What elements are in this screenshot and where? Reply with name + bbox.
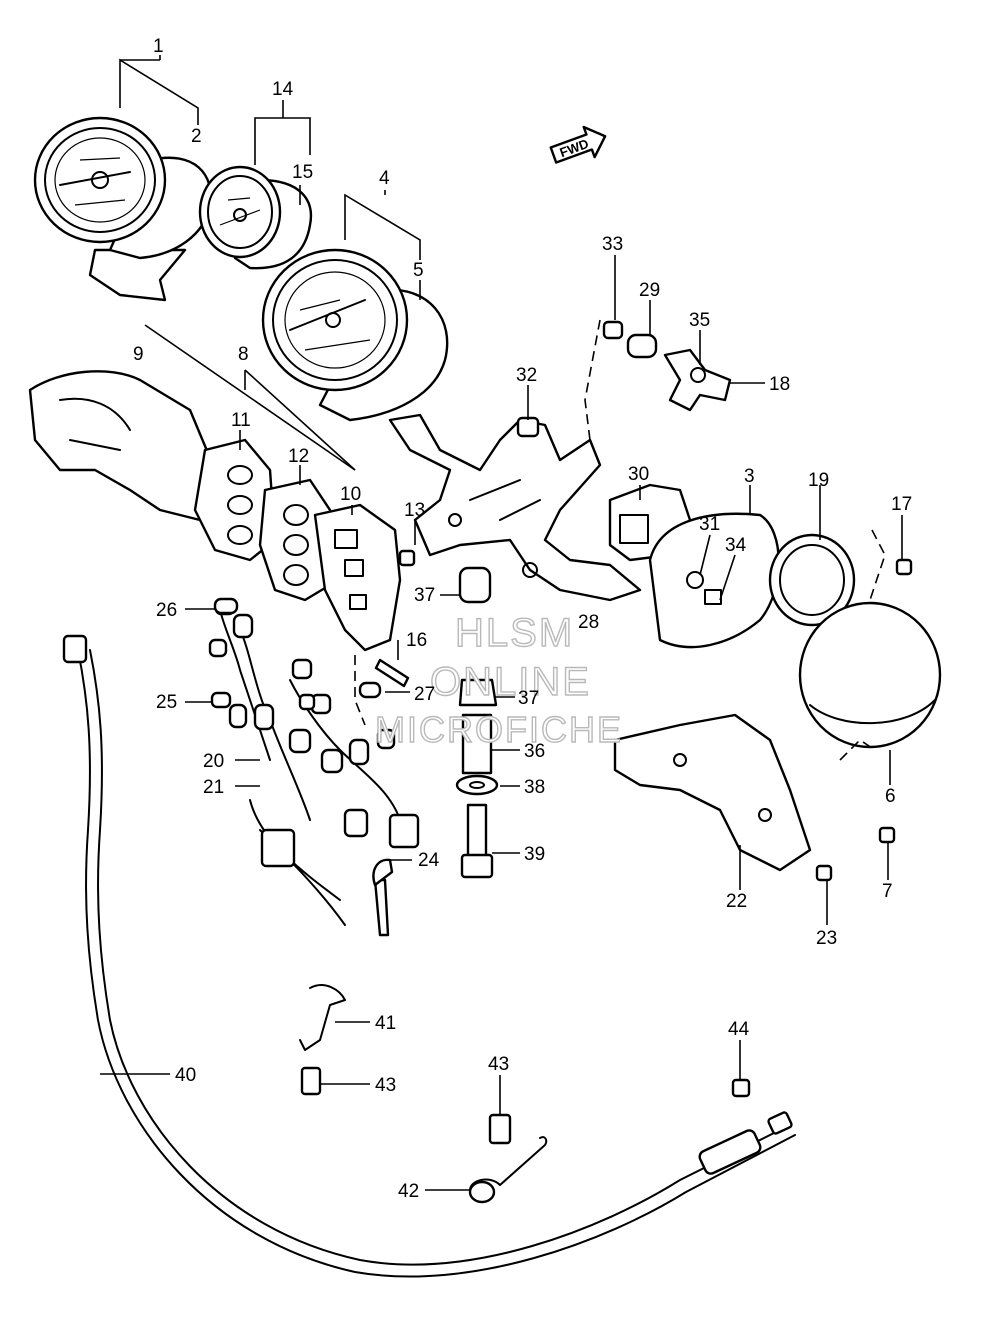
callout-25: 25 <box>156 692 177 713</box>
callout-39: 39 <box>524 844 545 865</box>
screw-23 <box>815 864 833 882</box>
bulb-33 <box>602 320 624 340</box>
watermark-line-1: HLSM <box>455 611 574 655</box>
callout-6: 6 <box>885 786 896 807</box>
bolt-43-center <box>488 1113 512 1145</box>
leader-lines <box>100 55 903 1191</box>
callout-35: 35 <box>689 310 710 331</box>
screw-44 <box>731 1078 751 1098</box>
callout-9: 9 <box>133 344 144 365</box>
callout-38: 38 <box>524 777 545 798</box>
lower-cover-22 <box>613 713 812 872</box>
guide-41 <box>299 984 346 1051</box>
watermark-line-3: MICROFICHE <box>375 709 623 750</box>
callout-11: 11 <box>231 410 251 431</box>
clamp-42 <box>468 1136 548 1204</box>
band-24 <box>372 858 394 937</box>
callout-43-center: 43 <box>488 1054 509 1075</box>
callout-44: 44 <box>728 1019 750 1040</box>
callout-20: 20 <box>203 751 224 772</box>
gauge-14 <box>198 165 313 270</box>
callout-28: 28 <box>578 612 599 633</box>
callout-14: 14 <box>272 79 294 100</box>
callout-labels: 1 2 14 15 4 5 33 29 35 18 32 9 8 11 12 1… <box>133 36 912 1202</box>
bolt-39 <box>460 803 494 879</box>
callout-18: 18 <box>769 374 790 395</box>
nut-32 <box>516 416 540 438</box>
bulb-26 <box>213 597 239 615</box>
washer-38 <box>455 774 499 796</box>
bolt-43-left <box>300 1066 322 1096</box>
callout-41: 41 <box>375 1013 396 1034</box>
watermark-line-2: ONLINE <box>430 660 591 704</box>
callout-24: 24 <box>418 850 440 871</box>
callout-30: 30 <box>628 464 649 485</box>
callout-37-lower: 37 <box>518 688 539 709</box>
main-bracket <box>388 413 642 602</box>
callout-34: 34 <box>725 535 747 556</box>
cover-6 <box>798 601 942 749</box>
callout-10: 10 <box>340 484 361 505</box>
meter-housing-9 <box>28 370 217 522</box>
indicator-panel-10 <box>313 503 402 652</box>
panel-11 <box>193 438 277 562</box>
callout-26: 26 <box>156 600 177 621</box>
callout-23: 23 <box>816 928 837 949</box>
callout-43-left: 43 <box>375 1075 396 1096</box>
callout-15: 15 <box>292 162 313 183</box>
forward-arrow-icon: FWD <box>549 125 607 164</box>
callout-16: 16 <box>406 630 427 651</box>
callout-1: 1 <box>153 36 164 57</box>
callout-36: 36 <box>524 741 545 762</box>
screw-7 <box>878 826 896 844</box>
wire-harness <box>208 598 420 926</box>
callout-32: 32 <box>516 365 537 386</box>
screw-13 <box>398 549 416 567</box>
panel-12 <box>258 478 332 602</box>
bulb-27 <box>358 681 382 699</box>
stay-18 <box>663 348 732 412</box>
callout-17: 17 <box>891 494 912 515</box>
callout-40: 40 <box>175 1065 196 1086</box>
gauge-4 <box>261 248 449 422</box>
callout-13: 13 <box>404 500 425 521</box>
ring-19 <box>768 533 856 627</box>
screw-17 <box>895 558 913 576</box>
callout-37-upper: 37 <box>414 585 435 606</box>
callout-33: 33 <box>602 234 623 255</box>
callout-31: 31 <box>699 514 720 535</box>
screw-16 <box>374 658 410 688</box>
callout-2: 2 <box>191 126 202 147</box>
callout-7: 7 <box>882 881 893 902</box>
callout-29: 29 <box>639 280 660 301</box>
callout-42: 42 <box>398 1181 419 1202</box>
grommet-37-upper <box>458 566 492 604</box>
callout-5: 5 <box>413 260 424 281</box>
callout-3: 3 <box>744 466 755 487</box>
callout-27: 27 <box>414 684 435 705</box>
gauge-1 <box>33 116 212 302</box>
callout-19: 19 <box>808 470 829 491</box>
callout-4: 4 <box>379 168 390 189</box>
speedometer-cable-40 <box>62 634 796 1278</box>
grommet-29 <box>626 333 658 359</box>
spacer-36 <box>461 713 493 775</box>
damper-37-lower <box>458 678 498 707</box>
callout-8: 8 <box>238 344 249 365</box>
watermark: HLSM ONLINE MICROFICHE <box>374 610 623 750</box>
callout-22: 22 <box>726 891 747 912</box>
callout-21: 21 <box>203 777 224 798</box>
callout-12: 12 <box>288 446 309 467</box>
